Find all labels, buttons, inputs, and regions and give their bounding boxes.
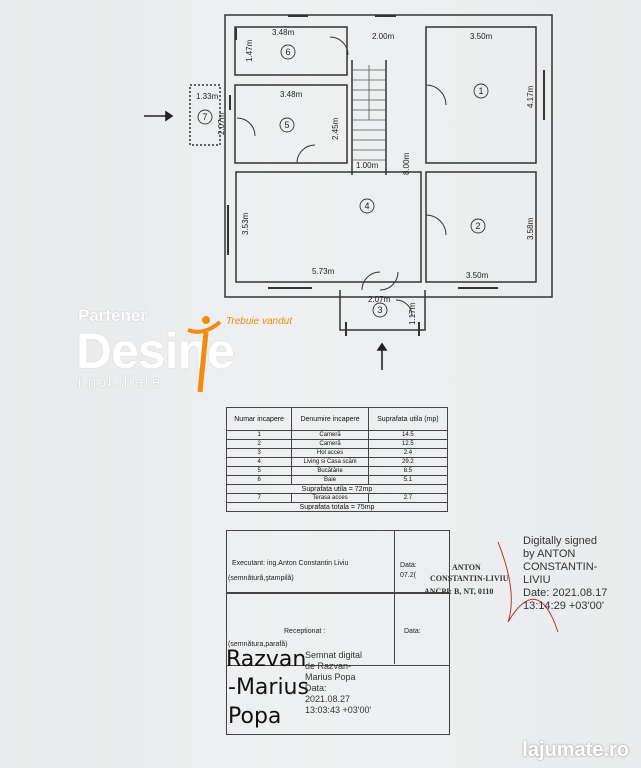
receptionat-date-box xyxy=(394,592,449,664)
room-number-4: 4 xyxy=(364,201,369,211)
area-table: Numar incapere Denumire incapere Suprafa… xyxy=(225,407,449,512)
table-row-useful-total: Suprafata utila = 72mp xyxy=(226,484,448,494)
executant-date-label: Data: xyxy=(400,562,417,569)
room-number-5: 5 xyxy=(284,120,289,130)
stamp-line-1: ANTON xyxy=(452,563,481,572)
dim-r3-width: 2.07m xyxy=(368,295,391,304)
dim-r5-width: 3.48m xyxy=(280,90,303,99)
dim-r4-width: 5.73m xyxy=(312,267,335,276)
floor-plan: 3.48m 1.47m 2.00m 3.50m 4.17m 1.33m 2.07… xyxy=(144,14,553,370)
receptionat-date-label: Data: xyxy=(404,628,421,635)
receptionat-sign: (semnătura,parafă) xyxy=(228,641,288,648)
room-number-1: 1 xyxy=(478,86,483,96)
dim-r1-height: 4.17m xyxy=(526,85,535,108)
signer-name-1: Razvan xyxy=(226,647,307,672)
executant-date-value: 07.2( xyxy=(400,572,416,579)
dim-r3-height: 1.17m xyxy=(408,302,417,325)
handwritten-signature-mark xyxy=(497,541,559,633)
agency-logo: Partener Desine imobiliare Trebuie vandu… xyxy=(76,306,316,398)
dim-r6-width: 3.48m xyxy=(272,28,295,37)
signer-name-3: Popa xyxy=(228,704,282,729)
dim-stair-width: 1.00m xyxy=(356,161,379,170)
table-header: Denumire incapere xyxy=(291,407,369,431)
room-number-2: 2 xyxy=(475,221,480,231)
logo-sub: imobiliare xyxy=(78,374,163,391)
signature-box xyxy=(226,664,450,735)
room-number-6: 6 xyxy=(285,47,290,57)
table-row-grand-total: Suprafata totala = 75mp xyxy=(226,502,448,512)
executant-sign: (semnătură,ştampilă) xyxy=(228,575,294,582)
stamp-line-3: ANCPI: B, NT, 0110 xyxy=(424,587,494,596)
watermark: lajumate.ro xyxy=(522,739,629,761)
room-number-7: 7 xyxy=(202,112,207,122)
dim-r2-height: 3.58m xyxy=(526,217,535,240)
dim-r7-height: 2.07m xyxy=(217,112,226,135)
executant-box xyxy=(226,530,450,594)
dim-r6-height: 1.47m xyxy=(245,39,254,62)
table-header: Numar incapere xyxy=(225,407,293,431)
dim-hall-top: 2.00m xyxy=(372,32,395,41)
logo-partener: Partener xyxy=(78,306,147,325)
dim-r4-height: 3.53m xyxy=(241,212,250,235)
signer-name-2: -Marius xyxy=(228,675,309,700)
dim-r2-width: 3.50m xyxy=(466,271,489,280)
table-header: Suprafata utila (mp) xyxy=(367,407,449,431)
dim-r5-height: 2.45m xyxy=(331,117,340,140)
dim-r1-width: 3.50m xyxy=(470,32,493,41)
receptionat-box xyxy=(226,592,450,666)
logo-tag: Trebuie vandut xyxy=(226,316,292,327)
room-number-3: 3 xyxy=(377,305,382,315)
stamp-line-2: CONSTANTIN-LIVIU xyxy=(430,574,509,583)
dim-mid-length: 8.00m xyxy=(402,152,411,175)
executant-name: Executant: ing.Anton Constantin Liviu xyxy=(232,560,349,567)
logo-figure-icon xyxy=(187,316,222,393)
executant-date-box xyxy=(394,530,449,592)
receptionat-label: Receptionat : xyxy=(284,628,326,635)
dim-r7-width: 1.33m xyxy=(196,92,219,101)
